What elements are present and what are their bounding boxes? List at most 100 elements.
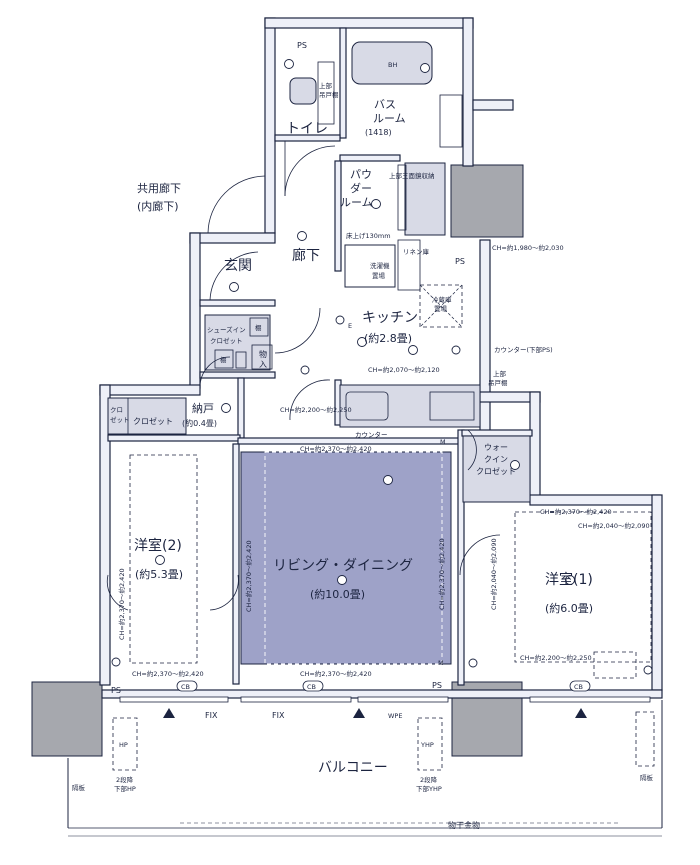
counter-ps-label: カウンター(下部PS): [494, 345, 553, 354]
western1-size-label: (約6.0畳): [545, 601, 593, 615]
partition-label-right: 隔板: [640, 773, 654, 782]
kitchen-label: キッチン: [362, 310, 418, 326]
shared-corridor-sub-label: (内廊下): [137, 199, 179, 213]
fridge-label-1: 冷蔵庫: [432, 295, 452, 304]
e-marker: E: [348, 322, 352, 330]
washer-area: [344, 244, 396, 288]
shoe-closet-label-1: シューズイン: [207, 325, 246, 334]
nando-size-label: (約0.4畳): [182, 418, 217, 428]
structural-column: [31, 681, 103, 757]
fix-label-1: FIX: [205, 711, 218, 720]
living-size-label: (約10.0畳): [310, 587, 365, 601]
cb-markers: [176, 680, 591, 692]
bh-label: BH: [388, 61, 397, 69]
closet-label: クロゼット: [133, 416, 173, 426]
hp-note-2: 下部HP: [114, 784, 136, 793]
living-label: リビング・ダイニング: [273, 558, 413, 574]
walk-in-closet: [462, 435, 531, 503]
powder-storage-label: 上部三面鏡収納: [389, 171, 435, 180]
hp-note-1: 2段降: [116, 775, 134, 784]
storage-label-1: 物: [259, 349, 267, 359]
closet-small-label-2: ゼット: [110, 415, 130, 424]
closet-small-label-1: クロ: [110, 406, 123, 414]
shelf-label-b: 棚: [220, 355, 227, 364]
ch-living-top: CH=約2,370～約2,420: [300, 444, 372, 453]
ch-w1-bottom: CH=約2,200～約2,250: [520, 653, 592, 662]
western1-label: 洋室(1): [545, 571, 593, 588]
bath-label-1: バス: [374, 98, 396, 111]
storage-label-2: 入: [259, 360, 267, 369]
toilet-fixture: [289, 77, 317, 105]
powder-label-2: ダー: [350, 181, 372, 195]
yhp-note-1: 2段降: [420, 775, 438, 784]
ps-label-top: PS: [297, 41, 307, 50]
upper-storage-label-2: 吊戸棚: [319, 90, 339, 99]
living-dining-floor: [240, 451, 452, 665]
window-marker: [353, 708, 365, 718]
toilet-label: トイレ: [286, 121, 328, 137]
fridge-label-2: 置場: [434, 304, 448, 313]
washer-label-1: 洗濯機: [370, 261, 390, 270]
upper-storage-label-1: 上部: [319, 81, 333, 90]
entrance-label: 玄関: [224, 257, 252, 274]
cb-label-3: CB: [574, 683, 583, 691]
kitchen-counter: [339, 384, 481, 428]
balcony-label: バルコニー: [318, 760, 388, 776]
ch-w2-right: CH=約2,370～約2,420: [244, 540, 253, 612]
ch-living-bottom: CH=約2,370～約2,420: [300, 669, 372, 678]
outer-walls: [99, 17, 663, 699]
shoe-closet-label-2: クロゼット: [210, 336, 243, 345]
ch-w1-top: CH=約2,370～約2,420: [540, 507, 612, 516]
partition-label-left: 隔板: [72, 783, 86, 792]
cb-label-2: CB: [307, 683, 316, 691]
closet-row: [107, 397, 187, 435]
counter-label: カウンター: [355, 430, 388, 439]
western2-label: 洋室(2): [134, 537, 182, 554]
shared-corridor-label: 共用廊下: [137, 181, 181, 195]
light-fixtures: [111, 59, 653, 675]
bath-size-label: (1418): [365, 128, 392, 137]
ch-kitchen: CH=約2,070～約2,120: [368, 365, 440, 374]
hp-label: HP: [119, 741, 128, 749]
western2-size-label: (約5.3畳): [135, 567, 183, 581]
walkin-label-2: クイン: [484, 455, 508, 464]
floor-raise-label: 床上げ130mm: [346, 231, 391, 240]
nando-label: 納戸: [192, 402, 214, 415]
upper-cabinet-label-1: 上部: [493, 369, 507, 378]
doors: [106, 141, 501, 611]
structural-column: [450, 164, 524, 238]
kitchen-size-label: (約2.8畳): [364, 331, 412, 345]
ch-w2-bottom: CH=約2,370～約2,420: [132, 669, 204, 678]
m-marker-2: M: [440, 438, 446, 446]
yhp-note-2: 下部YHP: [416, 784, 442, 793]
living-dining-inner: [264, 451, 443, 665]
window-marker: [163, 708, 175, 718]
ch-w1-left: CH=約2,040～約2,090: [489, 538, 498, 610]
upper-cabinet-label-2: 吊戸棚: [488, 378, 508, 387]
window-marker: [575, 708, 587, 718]
vanity: [404, 162, 446, 236]
walkin-label-1: ウォー: [484, 443, 508, 452]
walkin-label-3: クロゼット: [476, 466, 516, 476]
hallway-label: 廊下: [292, 247, 320, 264]
windows: [119, 696, 651, 703]
ch-w2-left: CH=約2,370～約2,420: [117, 568, 126, 640]
ch-living-right: CH=約2,370～約2,420: [437, 538, 446, 610]
drying-rack-label: 物干金物: [448, 820, 480, 830]
washer-label-2: 置場: [372, 271, 386, 280]
fix-label-2: FIX: [272, 711, 285, 720]
ch-corridor: CH=約1,980～約2,030: [492, 243, 564, 252]
bath-label-2: ルーム: [373, 112, 406, 125]
shelf-label-a: 棚: [255, 323, 262, 332]
powder-label-3: ルーム: [340, 196, 373, 209]
ps-label-west: PS: [111, 686, 121, 695]
powder-label-1: パウ: [350, 168, 372, 181]
ps-label-east: PS: [432, 681, 442, 690]
yhp-label: YHP: [420, 741, 434, 749]
ch-w1-top2: CH=約2,040～約2,090: [578, 521, 650, 530]
ch-nando: CH=約2,200～約2,250: [280, 405, 352, 414]
bathtub: [351, 41, 433, 85]
m-marker-1: M: [438, 659, 444, 667]
balcony: [67, 700, 663, 837]
